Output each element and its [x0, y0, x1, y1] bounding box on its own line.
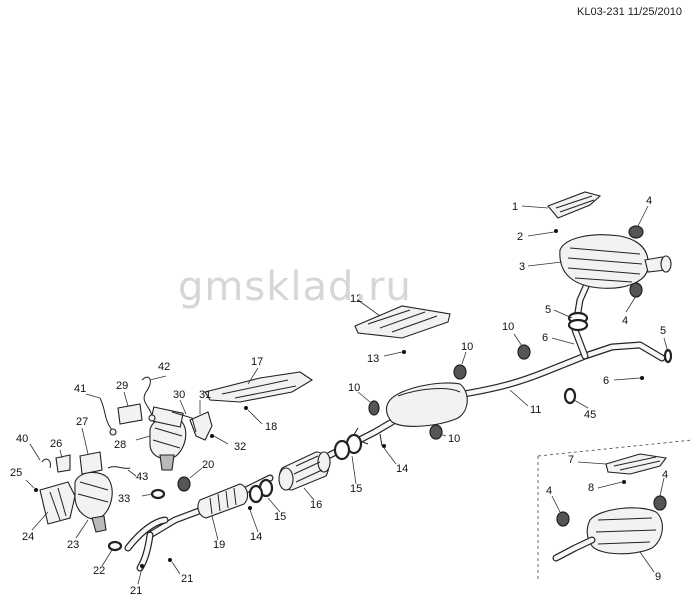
gasket-26: [55, 454, 71, 473]
callout-5-right: 5: [660, 325, 666, 337]
callout-14-right: 14: [396, 463, 408, 475]
document-id: KL03-231 11/25/2010: [577, 6, 682, 18]
callout-21-right: 21: [181, 573, 193, 585]
callout-33: 33: [118, 493, 130, 505]
gasket-29: [117, 403, 143, 425]
callout-17: 17: [251, 356, 263, 368]
clamp-5b: [663, 348, 673, 364]
callout-15-left: 15: [274, 511, 286, 523]
callout-14-left: 14: [250, 531, 262, 543]
hanger-10d: [429, 424, 443, 440]
callout-27: 27: [76, 416, 88, 428]
hanger-20: [177, 476, 191, 492]
callout-11: 11: [530, 404, 541, 416]
callout-24: 24: [22, 531, 34, 543]
leader-lines: [25, 205, 669, 585]
heat-shield-17: [204, 371, 314, 403]
gasket-33: [150, 488, 166, 500]
callout-5-left: 5: [545, 304, 551, 316]
callout-8: 8: [588, 482, 594, 494]
heat-shield-1: [547, 191, 602, 219]
callout-20: 20: [202, 459, 214, 471]
hanger-10c: [368, 400, 380, 416]
oxygen-sensor-43: [107, 466, 131, 469]
callout-6-lower: 6: [603, 375, 609, 387]
watermark: gmsklad.ru: [178, 264, 412, 310]
catalytic-converter-16: [278, 451, 331, 491]
callout-43: 43: [136, 471, 148, 483]
hanger-4a: [628, 225, 644, 239]
gasket-22: [107, 540, 123, 552]
callout-32: 32: [234, 441, 246, 453]
callout-21-left: 21: [130, 585, 142, 597]
callout-29: 29: [116, 380, 128, 392]
gasket-45: [563, 387, 577, 405]
callout-41: 41: [74, 383, 86, 395]
callout-23: 23: [67, 539, 79, 551]
callout-15-right: 15: [350, 483, 362, 495]
gasket-27: [79, 451, 103, 475]
oxygen-sensor-40: [41, 458, 51, 469]
callout-30: 30: [173, 389, 185, 401]
hanger-4c: [556, 511, 570, 527]
callout-6-upper: 6: [542, 332, 548, 344]
callout-28: 28: [114, 439, 126, 451]
callout-40: 40: [16, 433, 28, 445]
callout-4-inset-right: 4: [662, 469, 668, 481]
manifold-converter-28: [149, 406, 187, 471]
callout-labels: 1 2 3 4 4 5 5 6 6 7 8 9 10 10 10 10 11 1…: [10, 195, 668, 597]
hanger-10a: [517, 344, 531, 360]
rear-muffler: [559, 234, 672, 289]
callout-1: 1: [512, 201, 518, 213]
heat-shield-7: [605, 453, 667, 475]
resonator: [385, 382, 468, 427]
hanger-4b: [629, 282, 643, 298]
bracket-30: [171, 411, 197, 433]
callout-26: 26: [50, 438, 62, 450]
callout-19: 19: [213, 539, 225, 551]
callout-4-lower: 4: [622, 315, 628, 327]
callout-9: 9: [655, 571, 661, 583]
callout-18: 18: [265, 421, 277, 433]
oxygen-sensor-42: [141, 376, 153, 417]
hanger-10b: [453, 364, 467, 380]
callout-3: 3: [519, 261, 525, 273]
callout-42: 42: [158, 361, 170, 373]
callout-10-d: 10: [448, 433, 460, 445]
callout-2: 2: [517, 231, 523, 243]
callout-12: 12: [350, 293, 362, 305]
callout-10-c: 10: [348, 382, 360, 394]
inset-frame: [537, 439, 692, 580]
heat-shield-12: [354, 305, 451, 339]
callout-25: 25: [10, 467, 22, 479]
flex-pipe: [197, 483, 249, 519]
callout-16: 16: [310, 499, 322, 511]
oxygen-sensor-41: [99, 397, 113, 431]
manifold-converter-23: [74, 471, 113, 533]
alt-rear-muffler: [552, 507, 663, 562]
callout-31: 31: [199, 389, 211, 401]
hanger-4d: [653, 495, 667, 511]
manifold-shield-24: [39, 481, 76, 525]
callout-45: 45: [584, 409, 596, 421]
callout-10-b: 10: [461, 341, 473, 353]
callout-13: 13: [367, 353, 379, 365]
callout-4-upper: 4: [646, 195, 652, 207]
callout-4-inset-left: 4: [546, 485, 552, 497]
callout-22: 22: [93, 565, 105, 577]
callout-7: 7: [568, 454, 574, 466]
bracket-31: [189, 411, 213, 441]
callout-10-a: 10: [502, 321, 514, 333]
